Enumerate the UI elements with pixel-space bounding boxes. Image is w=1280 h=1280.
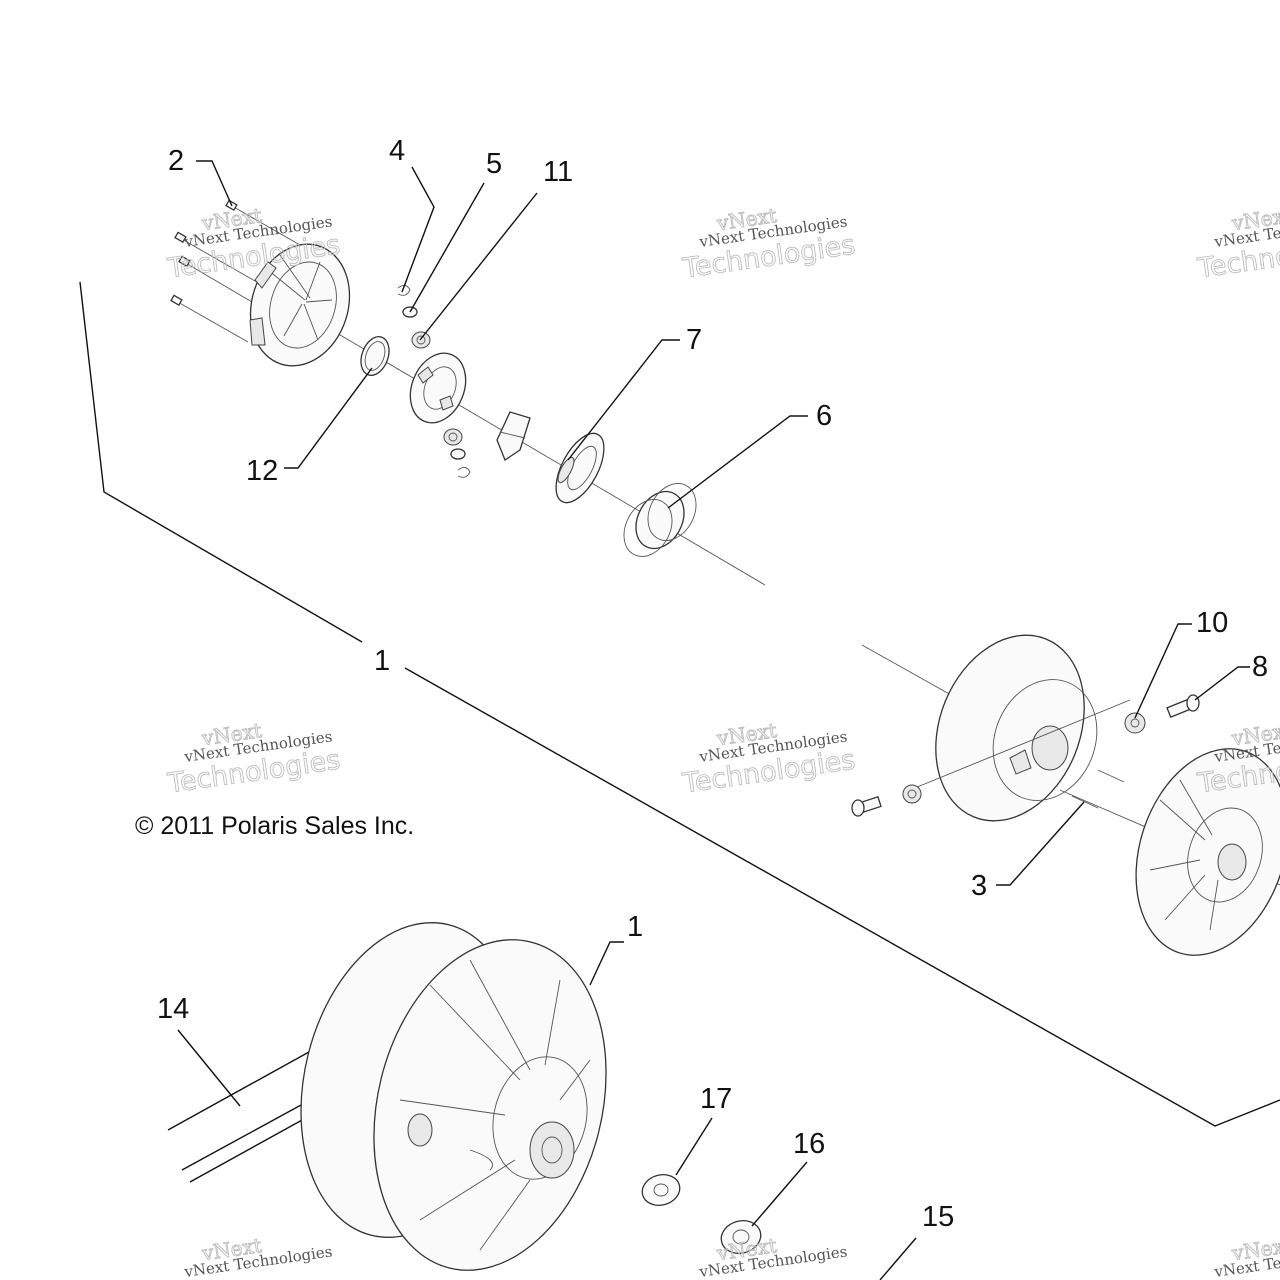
bearing-part-7: [555, 432, 605, 504]
callout-15: 15: [922, 1201, 954, 1233]
spider-hub: [409, 352, 467, 424]
watermark-7: vNext vNext Technologies: [182, 1233, 333, 1280]
watermark-6: vNext vNext Technologies Technologies: [1195, 718, 1280, 800]
watermark-8: vNext vNext Technologies: [697, 1233, 848, 1280]
callout-10: 10: [1196, 607, 1228, 639]
watermark-2: vNext vNext Technologies Technologies: [680, 203, 858, 285]
callout-14: 14: [157, 993, 189, 1025]
bushing-part-10: [1124, 712, 1146, 734]
callout-5: 5: [486, 148, 502, 180]
callout-17: 17: [700, 1083, 732, 1115]
washer-part-17: [641, 1174, 681, 1206]
watermark-3: vNext vNext Technologies Technologies: [1195, 203, 1280, 285]
watermark-9: vNext vNext Technologies: [1212, 1233, 1280, 1280]
moveable-sheave: [861, 634, 1280, 886]
callout-6: 6: [816, 400, 832, 432]
copyright-notice: © 2011 Polaris Sales Inc.: [135, 812, 414, 840]
right-clutch-partial: [1135, 748, 1280, 956]
lower-bolt-and-bushing: [851, 784, 922, 817]
clutch-cover-housing: [249, 243, 351, 367]
snap-ring-part-12: [360, 336, 390, 376]
callout-1-upper: 1: [374, 645, 390, 677]
bearing-part-11: [411, 331, 431, 349]
callout-2: 2: [168, 145, 184, 177]
watermark-5: vNext vNext Technologies Technologies: [680, 718, 858, 800]
assembly-bracket-lines: [79, 281, 1280, 1127]
callout-12: 12: [246, 455, 278, 487]
primary-clutch-part-1: [300, 922, 607, 1271]
callout-8: 8: [1252, 651, 1268, 683]
upper-axis-line: [317, 321, 766, 586]
bolt-part-8: [1166, 694, 1200, 718]
pins-part-3: [1071, 769, 1125, 809]
watermark-4: vNext vNext Technologies Technologies: [165, 718, 343, 800]
lower-bearing-group: [443, 428, 471, 478]
callout-1-lower: 1: [627, 911, 643, 943]
callout-4: 4: [389, 135, 405, 167]
clip-part-4: [397, 285, 411, 296]
callout-7: 7: [686, 324, 702, 356]
callout-11: 11: [543, 156, 573, 188]
washer-part-16: [720, 1220, 762, 1254]
leader-lines: [177, 160, 1250, 1280]
spring-part-6: [623, 483, 697, 557]
callout-16: 16: [793, 1128, 825, 1160]
callout-3: 3: [971, 870, 987, 902]
retainer-bracket: [496, 411, 531, 461]
